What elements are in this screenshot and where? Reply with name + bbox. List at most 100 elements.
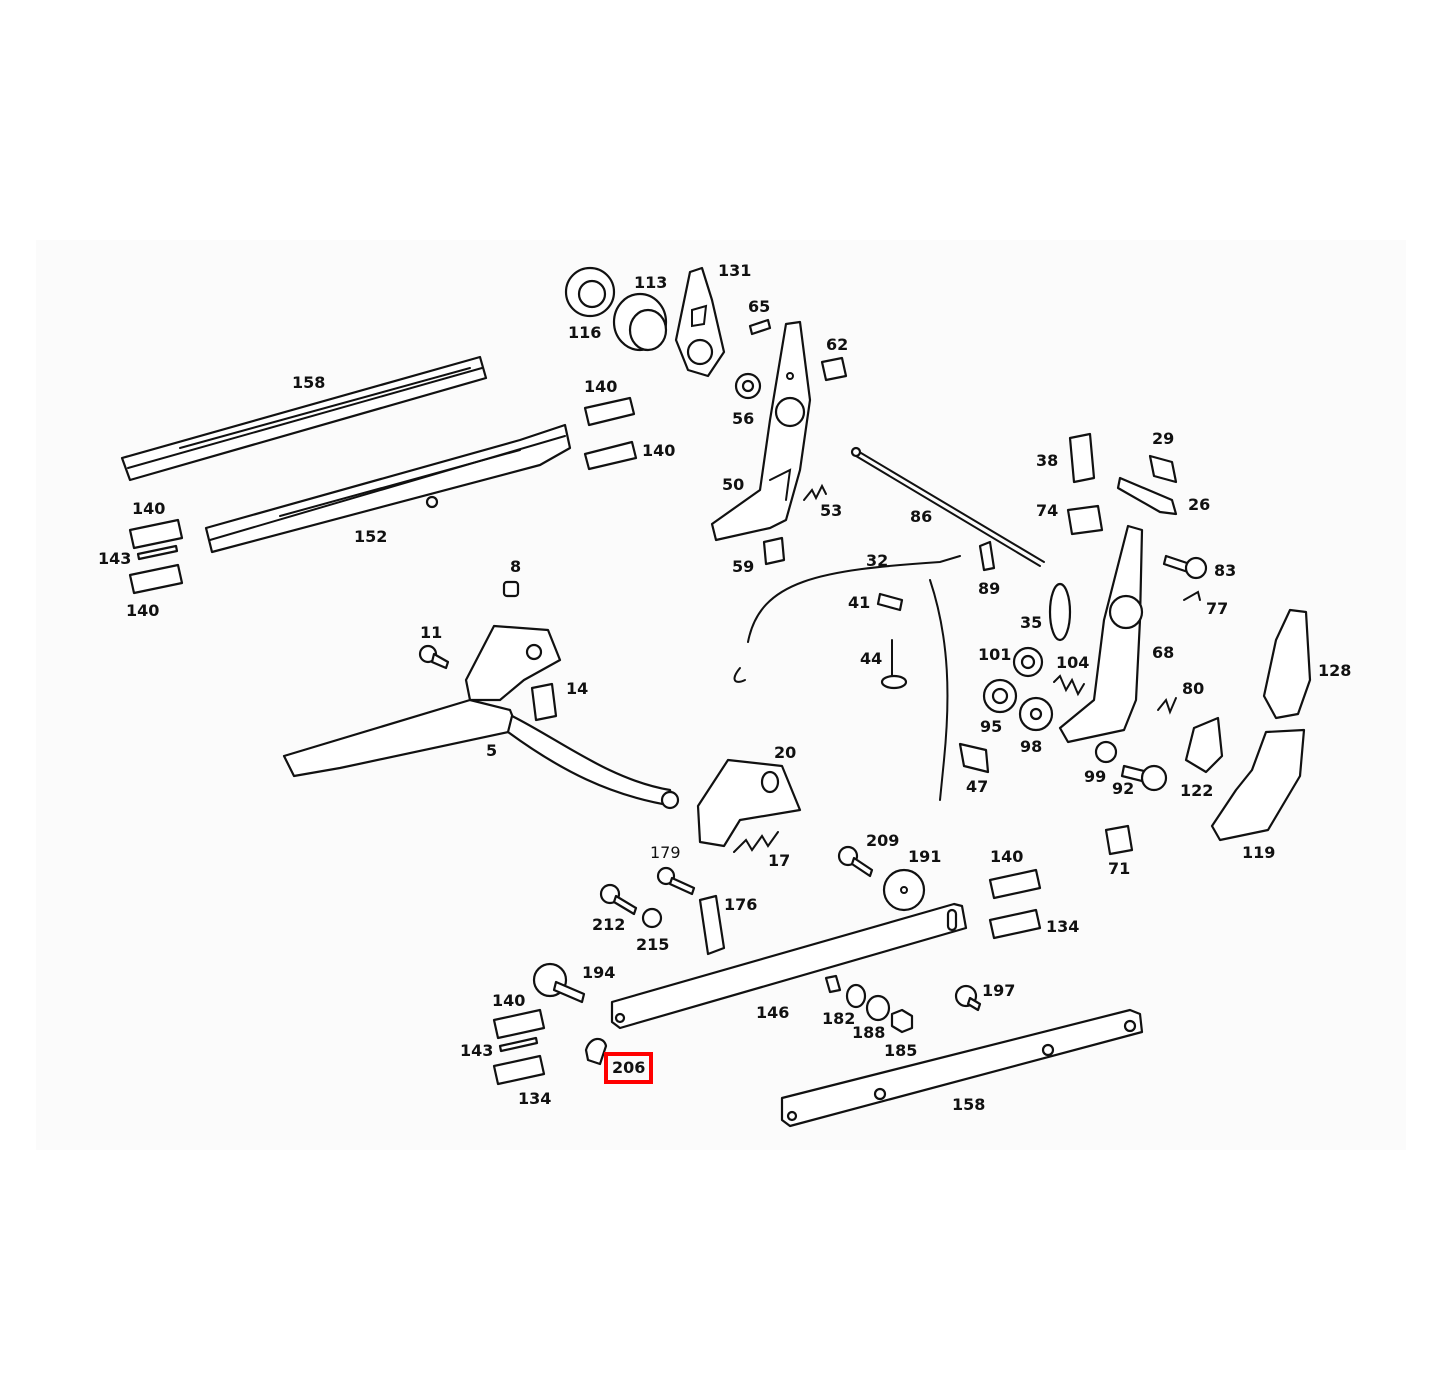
bolt-179 [656, 866, 696, 896]
label-5: 5 [486, 741, 497, 760]
cap-38 [1068, 432, 1096, 484]
clip-65 [748, 318, 772, 336]
washer-182 [845, 983, 867, 1009]
bushing-95 [982, 678, 1018, 714]
rail-158-top [120, 355, 488, 482]
slider-140-a [583, 396, 636, 427]
label-83: 83 [1214, 561, 1236, 580]
label-17: 17 [768, 851, 790, 870]
washer-101 [1012, 646, 1044, 678]
label-209: 209 [866, 831, 899, 850]
gear-194 [532, 962, 586, 1004]
label-122: 122 [1180, 781, 1213, 800]
slider-140-c [128, 518, 184, 550]
label-41: 41 [848, 593, 870, 612]
label-197: 197 [982, 981, 1015, 1000]
clip-41 [876, 592, 904, 612]
label-80: 80 [1182, 679, 1204, 698]
label-47: 47 [966, 777, 988, 796]
bracket-lever [464, 624, 562, 702]
label-143-left: 143 [98, 549, 131, 568]
label-77: 77 [1206, 599, 1228, 618]
clip-14 [530, 682, 558, 722]
label-89: 89 [978, 579, 1000, 598]
lever-26 [1116, 476, 1178, 516]
clip-8 [502, 580, 520, 598]
knob-113 [612, 292, 668, 352]
part-labels: 116 113 131 65 62 56 50 53 59 158 140 14… [98, 261, 1351, 1114]
label-143-right: 143 [460, 1041, 493, 1060]
label-128: 128 [1318, 661, 1351, 680]
label-146: 146 [756, 1003, 789, 1022]
rail-158-bottom [780, 1008, 1144, 1128]
label-99: 99 [1084, 767, 1106, 786]
label-176: 176 [724, 895, 757, 914]
label-140-b: 140 [642, 441, 675, 460]
screw-11 [418, 644, 450, 670]
clip-59 [762, 536, 786, 566]
label-215: 215 [636, 935, 669, 954]
label-140-f: 140 [492, 991, 525, 1010]
clip-62 [820, 356, 848, 382]
label-152: 152 [354, 527, 387, 546]
label-65: 65 [748, 297, 770, 316]
clip-47 [958, 742, 990, 774]
label-29: 29 [1152, 429, 1174, 448]
label-11: 11 [420, 623, 442, 642]
highlight-box-206 [604, 1052, 653, 1084]
clip-71 [1104, 824, 1134, 856]
spring-104 [1053, 674, 1085, 697]
label-131: 131 [718, 261, 751, 280]
cover-128 [1262, 608, 1312, 720]
label-74: 74 [1036, 501, 1058, 520]
label-206: 206 [612, 1058, 645, 1077]
spring-53 [803, 483, 827, 501]
screw-83 [1162, 554, 1208, 580]
label-98: 98 [1020, 737, 1042, 756]
slider-134-b [492, 1054, 546, 1086]
bracket-56 [734, 372, 762, 400]
label-140-c: 140 [132, 499, 165, 518]
rail-152 [204, 423, 572, 554]
label-119: 119 [1242, 843, 1275, 862]
label-134-a: 134 [1046, 917, 1079, 936]
bolt-209 [837, 845, 874, 878]
label-140-d: 140 [126, 601, 159, 620]
label-59: 59 [732, 557, 754, 576]
cover-131 [674, 266, 726, 378]
label-116: 116 [568, 323, 601, 342]
label-50: 50 [722, 475, 744, 494]
label-134-b: 134 [518, 1089, 551, 1108]
label-44: 44 [860, 649, 882, 668]
hinge-plate-68 [1058, 524, 1144, 744]
spring-17 [733, 831, 779, 853]
label-56: 56 [732, 409, 754, 428]
cover-119 [1210, 728, 1306, 842]
label-185: 185 [884, 1041, 917, 1060]
spring-77 [1183, 590, 1201, 601]
label-113: 113 [634, 273, 667, 292]
label-95: 95 [980, 717, 1002, 736]
label-62: 62 [826, 335, 848, 354]
clip-29 [1148, 454, 1178, 484]
bushing-99 [1094, 740, 1118, 764]
label-158-bottom: 158 [952, 1095, 985, 1114]
washer-98 [1018, 696, 1054, 732]
label-212: 212 [592, 915, 625, 934]
slider-140-b [583, 440, 638, 471]
label-14: 14 [566, 679, 588, 698]
label-26: 26 [1188, 495, 1210, 514]
label-68: 68 [1152, 643, 1174, 662]
label-140-e: 140 [990, 847, 1023, 866]
label-188: 188 [852, 1023, 885, 1042]
label-179: 179 [650, 843, 681, 862]
label-71: 71 [1108, 859, 1130, 878]
pin-143-left [136, 544, 179, 561]
label-38: 38 [1036, 451, 1058, 470]
label-101: 101 [978, 645, 1011, 664]
knob-116 [564, 266, 616, 318]
slider-134-a [988, 908, 1042, 940]
rod-86 [850, 446, 1045, 567]
rail-146 [610, 902, 968, 1030]
